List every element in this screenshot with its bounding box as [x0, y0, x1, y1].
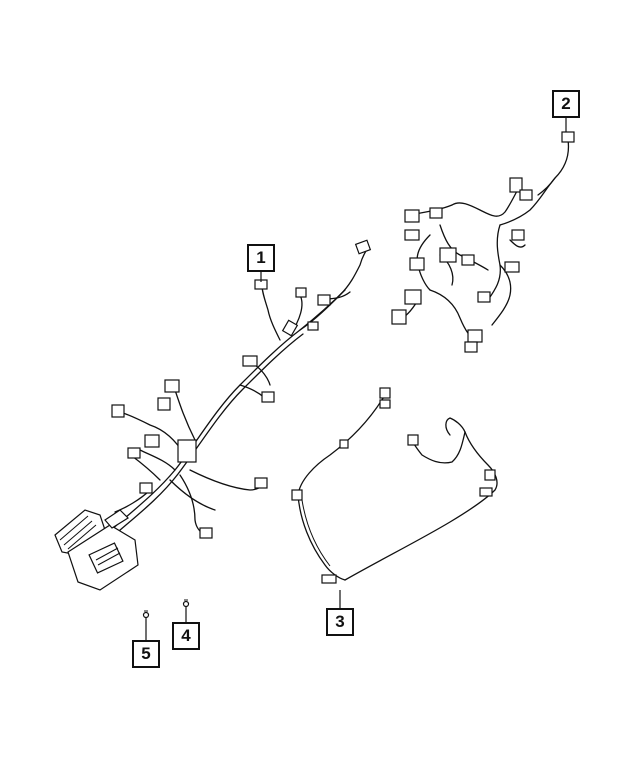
callout-3: 3: [326, 608, 354, 636]
callout-4-label: 4: [181, 626, 191, 645]
callout-4: 4: [172, 622, 200, 650]
wiring-harness-part-1[interactable]: [54, 239, 372, 591]
callout-3-label: 3: [335, 612, 345, 631]
callout-5: 5: [132, 640, 160, 668]
wiring-harness-part-2[interactable]: [391, 131, 575, 353]
wiring-harness-part-3[interactable]: [291, 387, 498, 584]
callout-1-label: 1: [256, 248, 266, 267]
clip-part-4[interactable]: [182, 599, 190, 608]
callout-1: 1: [247, 244, 275, 272]
callout-2-label: 2: [561, 94, 571, 113]
clip-part-5[interactable]: [142, 610, 150, 619]
callout-2: 2: [552, 90, 580, 118]
callout-5-label: 5: [141, 644, 151, 663]
